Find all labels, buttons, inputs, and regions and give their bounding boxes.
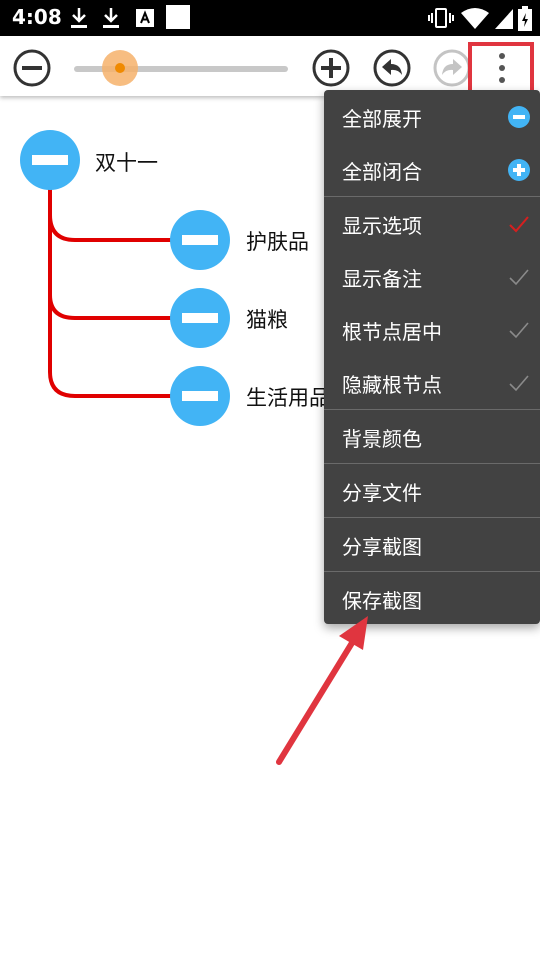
zoom-in-icon[interactable] [311, 48, 351, 88]
vibrate-icon [428, 8, 454, 28]
download-icon [103, 8, 119, 28]
minus-icon [32, 155, 68, 165]
menu-item-label: 根节点居中 [342, 320, 442, 344]
menu-item-show-notes[interactable]: 显示备注 [324, 250, 540, 303]
menu-item-center-root[interactable]: 根节点居中 [324, 303, 540, 356]
collapse-node-button[interactable] [170, 288, 230, 348]
menu-item-label: 全部闭合 [342, 160, 422, 184]
minus-icon [182, 235, 218, 245]
minus-icon [182, 313, 218, 323]
menu-divider [324, 517, 540, 518]
collapse-node-button[interactable] [170, 210, 230, 270]
zoom-out-icon[interactable] [12, 48, 52, 88]
battery-icon [518, 6, 532, 31]
child-node-label[interactable]: 生活用品 [246, 386, 330, 410]
zoom-slider-thumb[interactable] [115, 63, 125, 73]
check-icon [509, 375, 529, 392]
menu-item-label: 保存截图 [342, 589, 422, 613]
collapse-node-button[interactable] [20, 130, 80, 190]
menu-item-show-options[interactable]: 显示选项 [324, 197, 540, 250]
menu-item-label: 分享截图 [342, 535, 422, 559]
collapse-node-button[interactable] [170, 366, 230, 426]
menu-item-label: 隐藏根节点 [342, 373, 442, 397]
menu-divider [324, 571, 540, 572]
branch-line [48, 295, 200, 398]
signal-icon [495, 9, 513, 29]
menu-item-background-color[interactable]: 背景颜色 [324, 410, 540, 463]
status-time: 4:08 [12, 5, 62, 29]
menu-item-expand-all[interactable]: 全部展开 [324, 90, 540, 143]
menu-item-collapse-all[interactable]: 全部闭合 [324, 143, 540, 196]
child-node-label[interactable]: 猫粮 [246, 308, 288, 332]
menu-item-label: 显示备注 [342, 267, 422, 291]
check-icon [509, 322, 529, 339]
more-vert-icon[interactable] [482, 48, 522, 88]
check-icon [509, 269, 529, 286]
menu-item-label: 背景颜色 [342, 427, 422, 451]
check-icon [509, 216, 529, 233]
menu-divider [324, 463, 540, 464]
menu-item-hide-root[interactable]: 隐藏根节点 [324, 356, 540, 409]
menu-item-share-screenshot[interactable]: 分享截图 [324, 518, 540, 571]
wifi-icon [461, 8, 489, 29]
a-box-icon [136, 9, 154, 27]
zoom-slider-track[interactable] [74, 66, 288, 72]
overflow-menu: 全部展开 全部闭合 显示选项 显示备注 根节点居中 隐藏根节点 [324, 90, 540, 624]
menu-item-label: 全部展开 [342, 107, 422, 131]
menu-item-save-screenshot[interactable]: 保存截图 [324, 572, 540, 625]
expand-plus-icon [508, 159, 530, 181]
root-node-label[interactable]: 双十一 [95, 151, 158, 175]
collapse-minus-icon [508, 106, 530, 128]
child-node-label[interactable]: 护肤品 [246, 230, 309, 254]
download-icon [71, 8, 87, 28]
menu-item-share-file[interactable]: 分享文件 [324, 464, 540, 517]
menu-item-label: 分享文件 [342, 481, 422, 505]
menu-divider [324, 196, 540, 197]
menu-divider [324, 409, 540, 410]
minus-icon [182, 391, 218, 401]
menu-item-label: 显示选项 [342, 214, 422, 238]
undo-icon[interactable] [372, 48, 412, 88]
status-bar: 4:08 [0, 0, 540, 36]
white-square-icon [166, 5, 190, 29]
